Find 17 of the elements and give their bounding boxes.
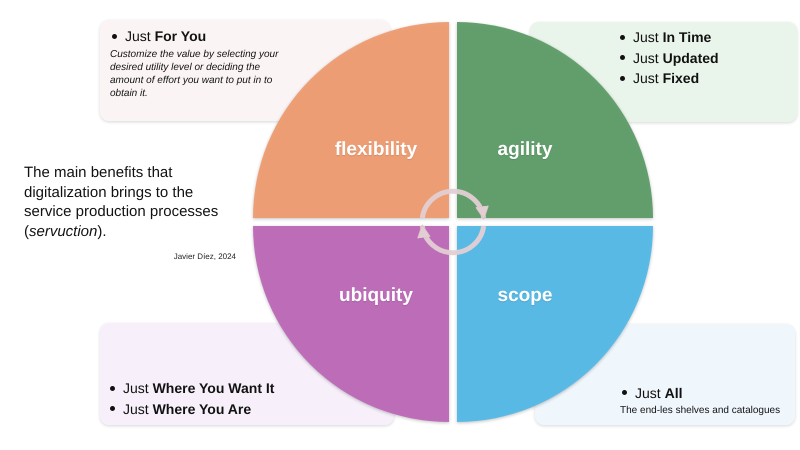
bullet-text: Just In Time <box>633 28 712 48</box>
segment-label: agility <box>498 139 552 161</box>
segment-label: scope <box>498 285 552 307</box>
segment-label: ubiquity <box>339 285 413 307</box>
description-text: The end-les shelves and catalogues <box>620 404 782 417</box>
bullet-text: Just Where You Want It <box>123 379 274 398</box>
description-text: The main benefits that digitalization brings to the service production processes (servuction). <box>24 163 220 241</box>
bullet-text: Just For You <box>125 27 206 46</box>
bullet-text: Just All <box>635 384 682 403</box>
segment-label: flexibility <box>334 139 418 161</box>
description-text: Customize the value by selecting your desired utility level or deciding the amount of effort you want to put in to obtain it. <box>110 48 280 100</box>
bullet-text: Just Updated <box>633 48 719 68</box>
cycle-arrow <box>418 224 486 256</box>
cycle-arrow <box>420 188 488 220</box>
credit-text: Javier Díez, 2024 <box>172 252 236 262</box>
bullet-text: Just Fixed <box>633 69 700 88</box>
bullet-text: Just Where You Are <box>123 400 252 419</box>
